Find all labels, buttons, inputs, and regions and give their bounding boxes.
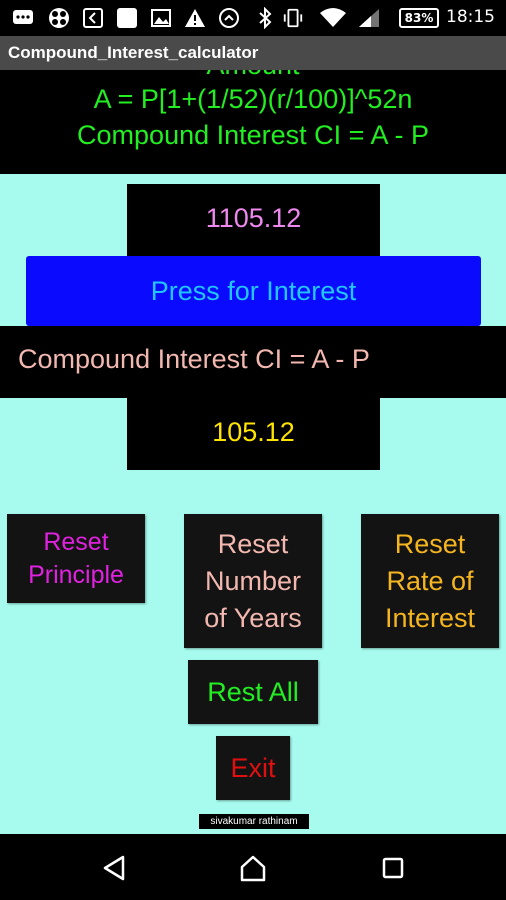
wifi-icon bbox=[318, 7, 348, 29]
warning-icon bbox=[184, 7, 206, 29]
reset-rate-line2: Rate of bbox=[386, 565, 474, 596]
interest-formula: Compound Interest CI = A - P bbox=[77, 120, 429, 150]
reset-years-line2: Number bbox=[204, 565, 302, 596]
compound-interest-label: Compound Interest CI = A - P bbox=[0, 326, 506, 398]
compound-interest-result: 105.12 bbox=[127, 398, 380, 470]
blank-square-icon bbox=[116, 7, 138, 29]
reset-rate-label: Reset Rate of Interest bbox=[385, 526, 475, 637]
apps-icon bbox=[48, 7, 70, 29]
clock: 18:15 bbox=[446, 7, 495, 27]
amount-formula: A = P[1+(1/52)(r/100)]^52n bbox=[93, 84, 413, 114]
vibrate-icon bbox=[282, 7, 304, 29]
battery-icon: 83% bbox=[399, 8, 439, 28]
signal-icon bbox=[356, 7, 382, 29]
reset-rate-line1: Reset bbox=[394, 528, 466, 559]
reset-rate-button[interactable]: Reset Rate of Interest bbox=[361, 514, 499, 648]
reset-years-line3: of Years bbox=[204, 602, 302, 633]
formula-panel: Amount A = P[1+(1/52)(r/100)]^52n Compou… bbox=[0, 70, 506, 174]
reset-years-line1: Reset bbox=[217, 528, 289, 559]
reset-years-label: Reset Number of Years bbox=[204, 526, 302, 637]
reset-years-button[interactable]: Reset Number of Years bbox=[184, 514, 322, 648]
image-icon bbox=[150, 7, 172, 29]
status-bar: 83% 18:15 bbox=[0, 0, 506, 36]
amount-result: 1105.12 bbox=[127, 184, 380, 256]
sim-icon bbox=[218, 7, 240, 29]
app-title-bar: Compound_Interest_calculator bbox=[0, 36, 506, 70]
home-icon[interactable] bbox=[237, 852, 269, 884]
exit-button[interactable]: Exit bbox=[216, 736, 290, 800]
back-box-icon bbox=[82, 7, 104, 29]
message-icon bbox=[12, 7, 34, 29]
reset-all-button[interactable]: Rest All bbox=[188, 660, 318, 724]
content-area: 1105.12 Press for Interest Compound Inte… bbox=[0, 174, 506, 834]
reset-principle-label: Reset Principle bbox=[28, 526, 124, 592]
press-for-interest-button[interactable]: Press for Interest bbox=[26, 256, 481, 326]
formula-heading: Amount bbox=[0, 70, 506, 81]
reset-principle-line1: Reset bbox=[43, 527, 109, 556]
author-credit: sivakumar rathinam bbox=[199, 814, 309, 829]
reset-rate-line3: Interest bbox=[384, 602, 476, 633]
navigation-bar bbox=[0, 834, 506, 900]
bluetooth-icon bbox=[254, 7, 276, 29]
recent-apps-icon[interactable] bbox=[377, 852, 409, 884]
back-triangle-icon[interactable] bbox=[98, 852, 130, 884]
reset-principle-button[interactable]: Reset Principle bbox=[7, 514, 145, 603]
reset-principle-line2: Principle bbox=[28, 560, 124, 589]
